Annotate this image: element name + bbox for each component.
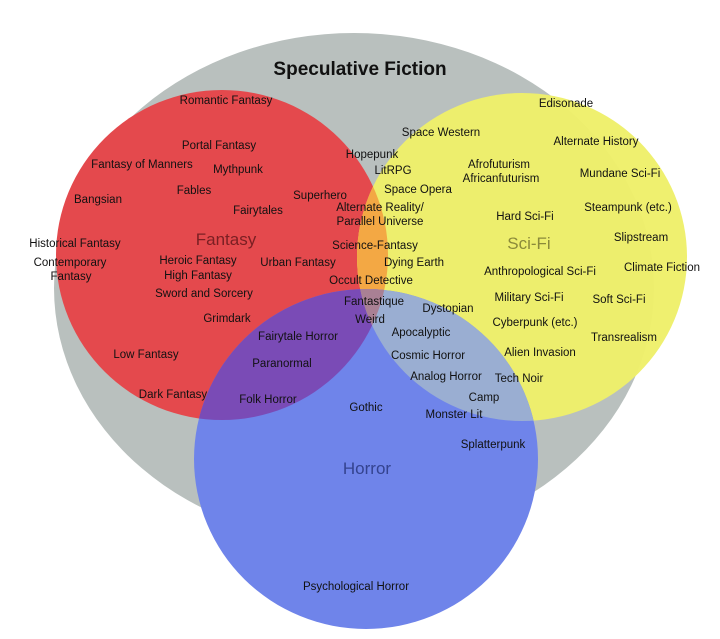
genre-label: Alternate Reality/	[336, 202, 424, 214]
genre-label: Dystopian	[422, 303, 473, 315]
genre-label: Mythpunk	[213, 164, 263, 176]
genre-label: Fables	[177, 185, 212, 197]
genre-label: LitRPG	[374, 165, 411, 177]
genre-label: Science-Fantasy	[332, 240, 418, 252]
genre-label: Monster Lit	[426, 409, 484, 421]
genre-label: Fantasy of Manners	[91, 159, 193, 171]
genre-label: Hard Sci-Fi	[496, 211, 554, 223]
genre-label: Slipstream	[614, 232, 668, 244]
genre-label: Cosmic Horror	[391, 350, 465, 362]
genre-label: Alien Invasion	[504, 347, 576, 359]
genre-label: Alternate History	[553, 136, 638, 148]
genre-label: Africanfuturism	[463, 173, 540, 185]
scifi-horror-overlap	[357, 289, 538, 421]
scifi-set-label: Sci-Fi	[507, 234, 550, 253]
genre-label: Folk Horror	[239, 394, 297, 406]
genre-label: Cyberpunk (etc.)	[492, 317, 577, 329]
genre-label: Weird	[355, 314, 385, 326]
genre-label: Contemporary	[34, 257, 107, 269]
genre-label: Heroic Fantasy	[159, 255, 237, 267]
horror-set-label: Horror	[343, 459, 392, 478]
genre-label: Camp	[469, 392, 500, 404]
genre-label: Romantic Fantasy	[180, 95, 273, 107]
fantasy-set-label: Fantasy	[196, 230, 257, 249]
genre-label: Low Fantasy	[113, 349, 178, 361]
genre-label: Fairytales	[233, 205, 283, 217]
genre-label: Sword and Sorcery	[155, 288, 253, 300]
genre-label: Hopepunk	[346, 149, 399, 161]
genre-label: Space Opera	[384, 184, 452, 196]
genre-label: Tech Noir	[495, 373, 544, 385]
genre-label: Apocalyptic	[392, 327, 451, 339]
genre-label: Fantastique	[344, 296, 404, 308]
genre-label: Superhero	[293, 190, 347, 202]
genre-label: Dark Fantasy	[139, 389, 208, 401]
genre-label: Gothic	[349, 402, 382, 414]
genre-label: Fantasy	[51, 271, 92, 283]
genre-label: High Fantasy	[164, 270, 232, 282]
genre-label: Soft Sci-Fi	[592, 294, 645, 306]
genre-label: Splatterpunk	[461, 439, 526, 451]
genre-label: Space Western	[402, 127, 480, 139]
genre-label: Grimdark	[203, 313, 251, 325]
genre-label: Edisonade	[539, 98, 593, 110]
genre-label: Paranormal	[252, 358, 311, 370]
genre-label: Portal Fantasy	[182, 140, 256, 152]
genre-label: Anthropological Sci-Fi	[484, 266, 596, 278]
genre-label: Transrealism	[591, 332, 657, 344]
genre-label: Bangsian	[74, 194, 122, 206]
genre-label: Psychological Horror	[303, 581, 409, 593]
genre-label: Fairytale Horror	[258, 331, 338, 343]
genre-label: Historical Fantasy	[29, 238, 121, 250]
genre-label: Occult Detective	[329, 275, 413, 287]
genre-label: Dying Earth	[384, 257, 444, 269]
genre-label: Steampunk (etc.)	[584, 202, 672, 214]
diagram-title: Speculative Fiction	[273, 59, 446, 80]
genre-label: Afrofuturism	[468, 159, 530, 171]
genre-label: Parallel Universe	[337, 216, 424, 228]
genre-label: Urban Fantasy	[260, 257, 336, 269]
genre-label: Climate Fiction	[624, 262, 700, 274]
genre-label: Mundane Sci-Fi	[580, 168, 661, 180]
genre-label: Analog Horror	[410, 371, 482, 383]
genre-label: Military Sci-Fi	[495, 292, 564, 304]
fantasy-horror-overlap	[194, 289, 388, 420]
